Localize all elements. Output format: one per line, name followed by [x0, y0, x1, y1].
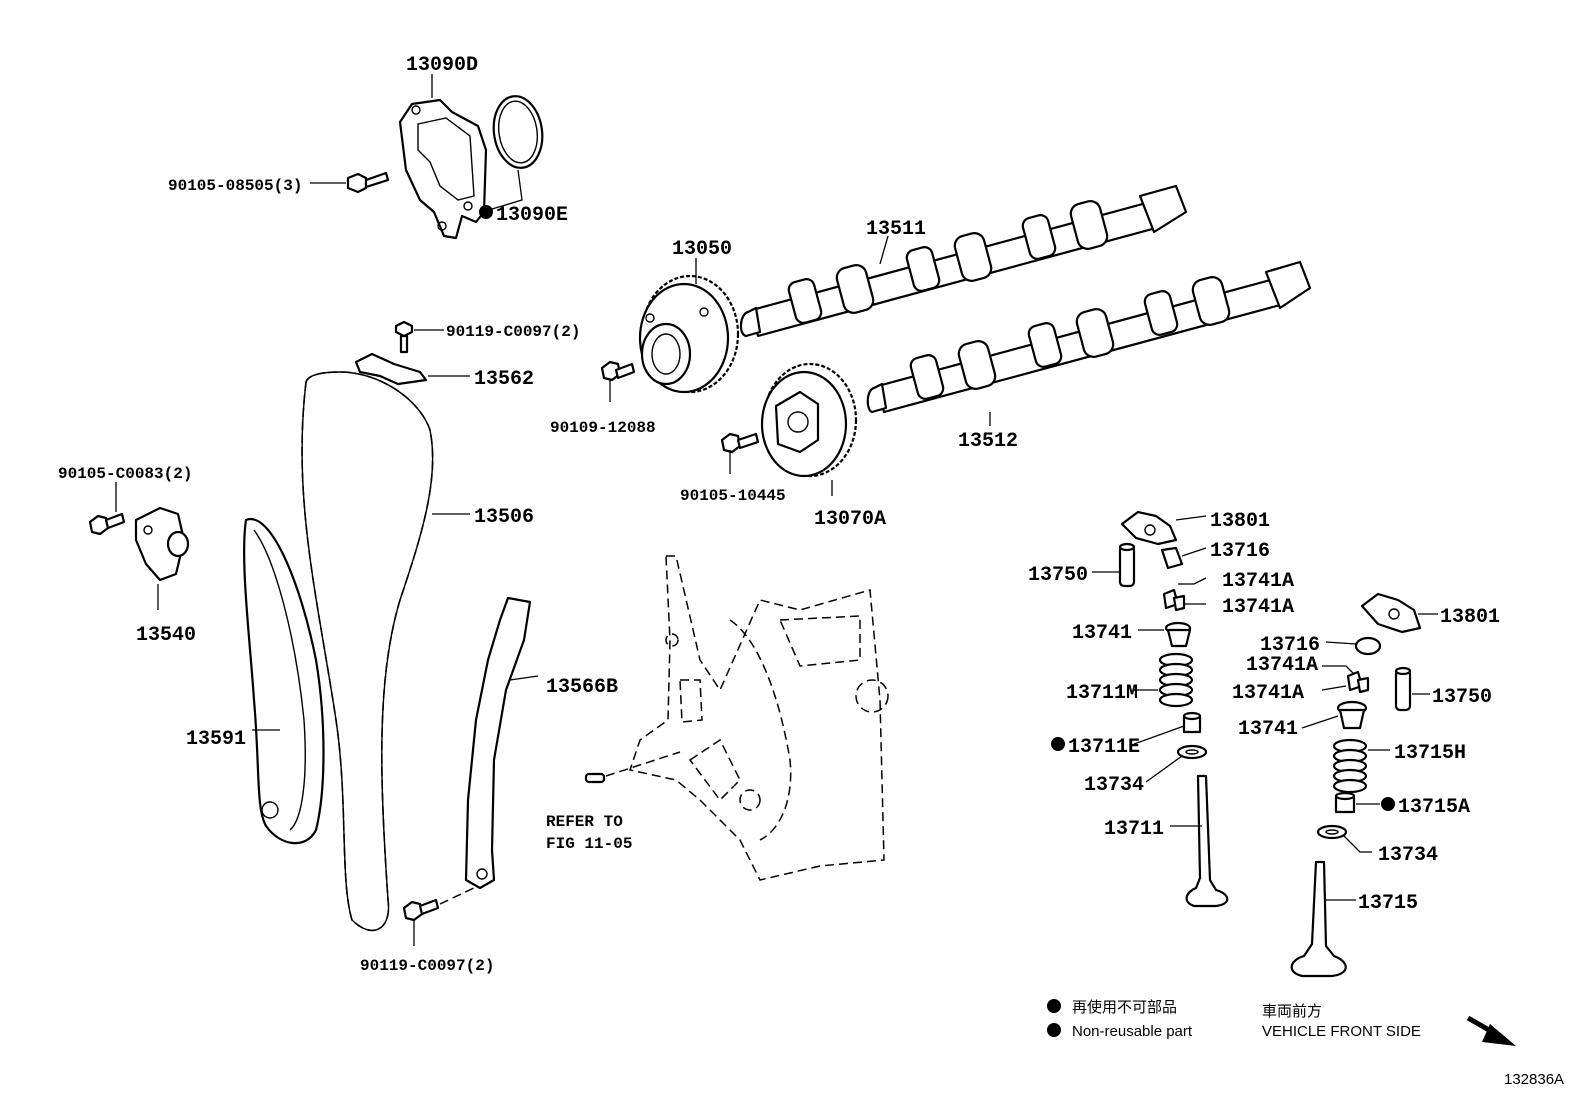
valve-13715 [1290, 860, 1347, 978]
label-13741-b: 13741 [1238, 718, 1298, 741]
legend-dot-en [1047, 1023, 1061, 1037]
keeper-13741A-a [1162, 588, 1186, 612]
label-13741A-a1: 13741A [1222, 570, 1294, 593]
nonreusable-dot-13090E [479, 205, 493, 219]
label-13716-a: 13716 [1210, 540, 1270, 563]
bolt-90105-C0083 [88, 512, 126, 536]
lash-adjuster-13750-b [1394, 666, 1412, 712]
bolt-90109-12088 [600, 360, 636, 382]
chain-guide-13562 [354, 352, 428, 386]
dowel-pin [584, 772, 606, 784]
label-13711E: 13711E [1068, 736, 1140, 759]
camshaft-13511 [739, 184, 1188, 338]
legend-en-nonreusable: Non-reusable part [1072, 1023, 1193, 1040]
label-90105-C0083: 90105-C0083(2) [58, 465, 192, 483]
keeper-13741A-b [1346, 670, 1370, 694]
valve-seal-13711E [1182, 711, 1202, 734]
roller-13716-b [1354, 636, 1382, 656]
bolt-90119-bottom [402, 898, 440, 922]
chain-slipper-13591 [243, 517, 325, 845]
label-90105-08505: 90105-08505(3) [168, 177, 302, 195]
legend-dot-jp [1047, 999, 1061, 1013]
label-13741A-a2: 13741A [1222, 596, 1294, 619]
chain-guide-13566B [464, 596, 532, 890]
nonreusable-dot-13711E [1051, 737, 1065, 751]
figure-id: 132836A [1504, 1071, 1564, 1088]
lash-adjuster-13750-a [1118, 542, 1136, 588]
camshaft-13512 [866, 260, 1312, 414]
label-13090E: 13090E [496, 204, 568, 227]
label-90109-12088: 90109-12088 [550, 419, 656, 437]
label-13562: 13562 [474, 368, 534, 391]
label-90119-C0097-bottom: 90119-C0097(2) [360, 957, 494, 975]
rocker-arm-13801-a [1120, 510, 1178, 546]
tensioner-13540 [134, 506, 190, 582]
label-13591: 13591 [186, 728, 246, 751]
label-13070A: 13070A [814, 508, 886, 531]
label-13715H: 13715H [1394, 742, 1466, 765]
label-13050: 13050 [672, 238, 732, 261]
o-ring-13090E [492, 95, 544, 169]
front-arrow-icon [1466, 1015, 1516, 1046]
valve-13711 [1185, 774, 1229, 908]
label-13566B: 13566B [546, 676, 618, 699]
rocker-arm-13801-b [1360, 592, 1422, 634]
label-13801-b: 13801 [1440, 606, 1500, 629]
label-13711M: 13711M [1066, 682, 1138, 705]
legend-jp-front: 車両前方 [1262, 1003, 1322, 1020]
vvt-sprocket-13070A [760, 362, 858, 478]
label-13090D: 13090D [406, 54, 478, 77]
legend-jp-nonreusable: 再使用不可部品 [1072, 999, 1177, 1016]
valve-spring-13715H [1332, 738, 1368, 794]
vvt-sprocket-13050 [638, 274, 740, 394]
label-13734-a: 13734 [1084, 774, 1144, 797]
label-fig-11-05: FIG 11-05 [546, 835, 632, 853]
spring-seat-13734-b [1316, 824, 1348, 840]
valve-seal-13715A [1334, 791, 1356, 814]
label-13715: 13715 [1358, 892, 1418, 915]
label-13716-b: 13716 [1260, 634, 1320, 657]
engine-block-outline [629, 555, 889, 881]
bolt-90105-08505 [346, 171, 390, 194]
label-13711: 13711 [1104, 818, 1164, 841]
label-13741A-b1: 13741A [1246, 654, 1318, 677]
nonreusable-dot-13715A [1381, 797, 1395, 811]
label-90105-10445: 90105-10445 [680, 487, 786, 505]
label-refer-to: REFER TO [546, 813, 623, 831]
label-13801-a: 13801 [1210, 510, 1270, 533]
bolt-90105-10445 [720, 432, 760, 454]
label-13741A-b2: 13741A [1232, 682, 1304, 705]
bolt-90119-top [394, 320, 414, 354]
roller-13716-a [1160, 546, 1184, 570]
label-13750-b: 13750 [1432, 686, 1492, 709]
spring-seat-13734-a [1176, 744, 1208, 760]
spring-retainer-13741-a [1164, 621, 1192, 648]
label-13512: 13512 [958, 430, 1018, 453]
legend-front-direction: 車両前方 VEHICLE FRONT SIDE [1262, 1003, 1516, 1046]
timing-cover-13090D [398, 98, 488, 240]
legend-nonreusable: 再使用不可部品 Non-reusable part [1047, 999, 1193, 1040]
spring-retainer-13741-b [1336, 700, 1368, 730]
timing-chain-13506 [301, 371, 434, 932]
label-13741-a: 13741 [1072, 622, 1132, 645]
label-13750-a: 13750 [1028, 564, 1088, 587]
label-13511: 13511 [866, 218, 926, 241]
label-13715A: 13715A [1398, 796, 1470, 819]
label-90119-C0097-top: 90119-C0097(2) [446, 323, 580, 341]
valve-spring-13711M [1158, 652, 1194, 708]
label-13506: 13506 [474, 506, 534, 529]
label-13540: 13540 [136, 624, 196, 647]
legend-en-front: VEHICLE FRONT SIDE [1262, 1023, 1421, 1040]
label-13734-b: 13734 [1378, 844, 1438, 867]
